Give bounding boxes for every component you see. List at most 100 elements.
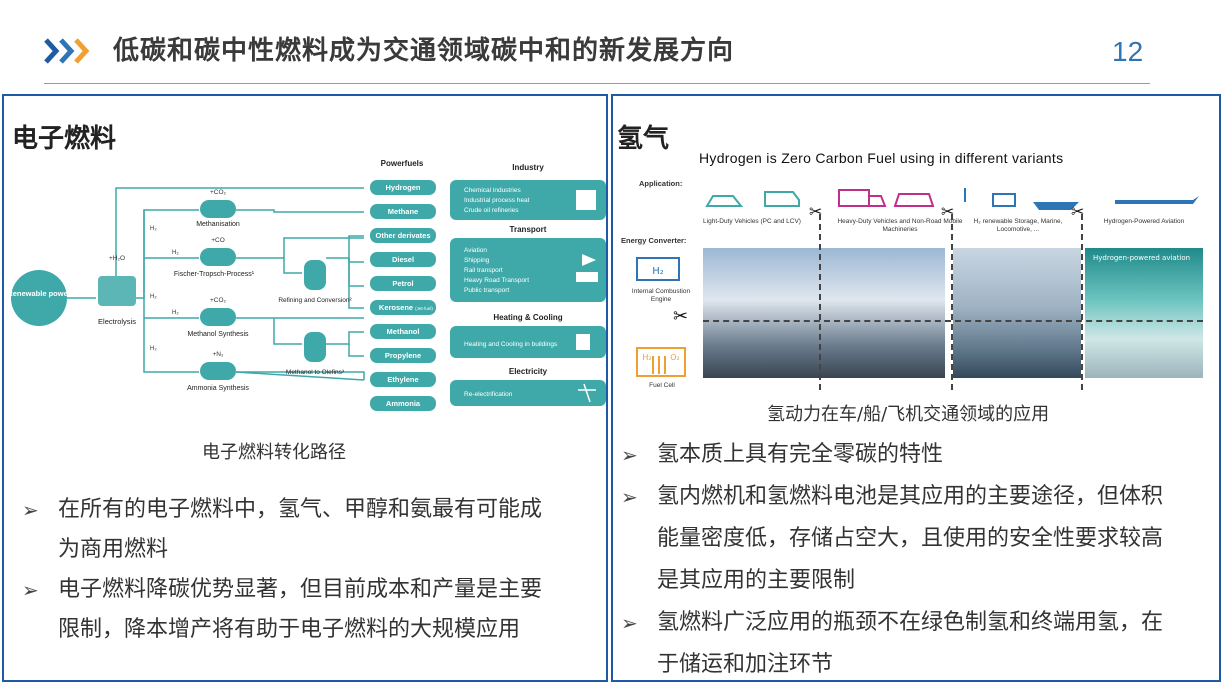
left-bullet-list: ➢ 在所有的电子燃料中，氢气、甲醇和氨最有可能成 为商用燃料 ➢ 电子燃料降碳优… [22,490,592,650]
right-panel: 氢气 Hydrogen is Zero Carbon Fuel using in… [611,94,1221,682]
bullet-line: 在所有的电子燃料中，氢气、甲醇和氨最有可能成 [58,497,543,522]
bullet-marker-icon: ➢ [22,498,39,522]
h2-label: H₂ [172,250,179,256]
powerfuel-label: Methane [388,207,418,216]
airplane-icon [582,254,596,266]
bullet-line: 氢内燃机和氢燃料电池是其应用的主要途径，但体积 [657,484,1164,509]
image-title: Hydrogen is Zero Carbon Fuel using in di… [699,150,1064,166]
right-panel-title: 氢气 [617,124,670,154]
bullet-line: 是其应用的主要限制 [657,568,856,593]
powerfuel-label: Kerosene [379,303,413,312]
airplane-icon [1115,196,1199,204]
left-panel-title: 电子燃料 [12,124,117,154]
sector-item: Heating and Cooling in buildings [464,341,558,348]
sector-header: Heating & Cooling [493,313,562,322]
bullet-line: 为商用燃料 [58,537,169,562]
bullet-marker-icon: ➢ [621,443,638,467]
bullet-line: 能量密度低，存储占空大，且使用的安全性要求较高 [657,526,1164,551]
powerfuel-label: Other derivates [375,231,430,240]
factory-icon [576,190,596,210]
kerosene-note: (Jet-fuel) [415,306,433,311]
bullet-item: ➢ 氢本质上具有完全零碳的特性 [621,434,1215,476]
process-input-label: +CO₂ [210,297,227,304]
application-label-ldv: Light-Duty Vehicles (PC and LCV) [703,218,801,225]
fuel-cell-icon: H₂ O₂ [636,347,686,377]
bullet-item: ➢ 在所有的电子燃料中，氢气、甲醇和氨最有可能成 为商用燃料 [22,490,592,570]
power-pylon-icon [578,383,596,403]
sector-item: Rail transport [464,267,503,274]
powerfuel-label: Ethylene [387,375,418,384]
powerfuel-label: Petrol [392,279,413,288]
scissors-icon: ✂ [809,202,823,221]
truck-icon [838,189,887,207]
process-label: Fischer-Tropsch-Process¹ [174,271,255,278]
ship-icon [1033,202,1079,210]
powerfuel-label: Hydrogen [385,183,420,192]
application-label: Application: [639,179,683,188]
left-panel: 电子燃料 Renewable power [2,94,608,682]
van-icon [764,191,800,207]
page-title: 低碳和碳中性燃料成为交通领域碳中和的新发展方向 [113,36,735,66]
vehicles-photo [703,248,945,378]
bullet-marker-icon: ➢ [22,578,39,602]
header-divider [44,83,1150,84]
converter-label-fc: Fuel Cell [649,382,675,389]
dump-truck-icon [893,193,935,207]
energy-converter-label: Energy Converter: [621,236,687,245]
right-caption: 氢动力在车/船/飞机交通领域的应用 [767,404,1050,425]
divider-dashed [951,214,953,390]
bullet-line: 氢本质上具有完全零碳的特性 [657,442,944,467]
svg-text:H₂: H₂ [642,353,651,362]
upgrading-label: Refining and Conversion² [278,297,352,304]
sector-header: Electricity [509,367,548,376]
sector-item: Shipping [464,257,490,264]
powerfuel-label: Ammonia [386,399,421,408]
application-label-aviation: Hydrogen-Powered Aviation [1103,218,1185,225]
ship-icon [576,272,598,282]
car-icon [705,195,744,207]
sector-header: Transport [510,225,547,234]
engine-icon: H₂ [636,257,680,281]
bullet-line: 电子燃料降碳优势显著，但目前成本和产量是主要 [58,577,543,602]
right-bullet-list: ➢ 氢本质上具有完全零碳的特性 ➢ 氢内燃机和氢燃料电池是其应用的主要途径，但体… [621,434,1215,686]
h2-label: H₂ [172,310,179,316]
chevron-arrows-icon [44,38,90,64]
bullet-line: 限制，降本增产将有助于电子燃料的大规模应用 [58,617,521,642]
page-number: 12 [1112,36,1144,67]
process-input-label: +N₂ [212,351,223,358]
bullet-line: 氢燃料广泛应用的瓶颈不在绿色制氢和终端用氢，在 [657,610,1164,635]
divider-dashed [819,214,821,390]
marine-photo [953,248,1081,378]
application-label-hdv: Heavy-Duty Vehicles and Non-Road Mobile … [837,218,963,233]
bullet-item: ➢ 电子燃料降碳优势显著，但目前成本和产量是主要 限制，降本增产将有助于电子燃料… [22,570,592,650]
sector-item: Public transport [464,287,509,294]
sector-item: Industrial process heat [464,197,530,204]
bullet-marker-icon: ➢ [621,611,638,635]
sector-item: Crude oil refineries [464,207,519,214]
sector-item: Aviation [464,247,487,254]
h2-label: H₂ [150,294,157,300]
converter-label-ice: Internal Combustion Engine [631,288,691,303]
process-input-label: +CO [211,237,225,244]
bullet-line: 于储运和加注环节 [657,652,834,677]
efuel-pathway-diagram: Renewable power +H₂O Electrolysis H₂ H₂ … [7,159,606,411]
process-input-label: +CO₂ [210,189,227,196]
process-label: Ammonia Synthesis [187,385,249,392]
h2o-label: +H₂O [109,255,125,262]
sector-header: Industry [512,163,544,172]
storage-icon [964,188,1016,207]
sector-item: Re-electrification [464,391,513,398]
upgrading-label: Methanol to Olefins³ [286,369,345,376]
sector-item: Heavy Road Transport [464,277,529,284]
renewable-power-label: Renewable power [7,289,70,298]
vehicle-icons [705,188,1199,210]
svg-text:H₂: H₂ [652,266,664,277]
bullet-item: ➢ 氢内燃机和氢燃料电池是其应用的主要途径，但体积 能量密度低，存储占空大，且使… [621,476,1215,602]
divider-dashed [1081,214,1083,390]
h2-label: H₂ [150,226,157,232]
svg-text:O₂: O₂ [670,353,680,362]
sector-item: Chemical industries [464,187,521,194]
powerfuel-label: Methanol [387,327,420,336]
bullet-item: ➢ 氢燃料广泛应用的瓶颈不在绿色制氢和终端用氢，在 于储运和加注环节 [621,602,1215,686]
divider-dashed [703,320,1203,322]
